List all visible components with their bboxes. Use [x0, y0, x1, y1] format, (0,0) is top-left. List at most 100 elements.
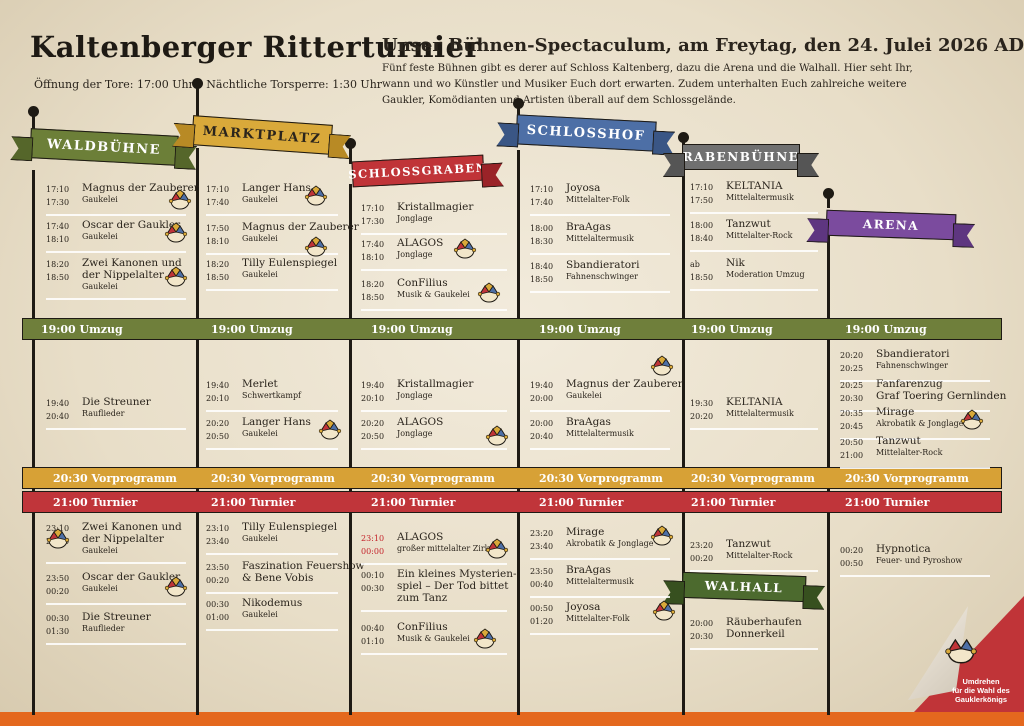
- entry-separator: [206, 289, 338, 291]
- act-name: Joyosa: [566, 182, 601, 194]
- act-genre: Akrobatik & Jonglage: [876, 419, 964, 428]
- act-genre: Jonglage: [397, 250, 433, 259]
- act-name: ConFilius: [397, 277, 448, 289]
- column-divider: [682, 176, 685, 715]
- band-vorprogramm-label: 20:30 Vorprogramm: [691, 472, 815, 485]
- start-time: 23:50: [46, 574, 70, 583]
- start-time: 23:50: [206, 563, 230, 572]
- act-name: BraAgas: [566, 416, 611, 428]
- entry-separator: [690, 250, 818, 252]
- act-genre: Fahnenschwinger: [876, 361, 948, 370]
- entry-separator: [361, 233, 507, 235]
- act-genre: Mittelaltermusik: [566, 234, 634, 243]
- band-vorprogramm-label: 20:30 Vorprogramm: [539, 472, 663, 485]
- band-umzug-label: 19:00 Umzug: [691, 323, 773, 336]
- act-name-line-2: der Nippelalter: [82, 533, 164, 545]
- start-time: 20:20: [840, 351, 864, 360]
- act-name: Langer Hans: [242, 182, 311, 194]
- act-name: ConFilius: [397, 621, 448, 633]
- act-block: Ein kleines Mysterien-spiel – Der Tod bi…: [397, 568, 517, 604]
- end-time: 00:00: [361, 547, 385, 556]
- band-umzug-label: 19:00 Umzug: [41, 323, 123, 336]
- entry-separator: [840, 467, 990, 469]
- entry-separator: [530, 253, 670, 255]
- entry-separator: [206, 448, 338, 450]
- act-name-line-2: spiel – Der Tod bittet: [397, 580, 509, 592]
- jester-hat-icon: [164, 266, 188, 287]
- act-name: Kristallmagier: [397, 378, 474, 390]
- column-divider: [349, 184, 352, 715]
- entry-separator: [840, 410, 990, 412]
- band-turnier-label: 21:00 Turnier: [53, 496, 138, 509]
- start-time: 00:50: [530, 604, 554, 613]
- end-time: 20:00: [530, 394, 554, 403]
- jester-hat-icon: [46, 528, 70, 549]
- pole-schlossgraben: [349, 144, 352, 164]
- end-time: 20:40: [530, 432, 554, 441]
- band-turnier-label: 21:00 Turnier: [691, 496, 776, 509]
- start-time: 17:10: [690, 183, 714, 192]
- jester-hat-icon: [485, 425, 509, 446]
- act-name-line-2: & Bene Vobis: [242, 572, 314, 584]
- stage-name-rabenbuehne: RABENBÜHNE: [682, 150, 800, 164]
- act-name: Zwei Kanonen und: [82, 257, 182, 269]
- column-divider: [196, 148, 199, 715]
- end-time: 20:30: [690, 632, 714, 641]
- act-name: ALAGOS: [397, 416, 444, 428]
- start-time: 18:20: [206, 260, 230, 269]
- corner-line-2: für die Wahl des: [952, 686, 1010, 695]
- entry-separator: [206, 553, 338, 555]
- start-time: 17:50: [206, 224, 230, 233]
- act-name: Tanzwut: [876, 435, 921, 447]
- pole-knob: [345, 138, 356, 149]
- act-name: Räuberhaufen: [726, 616, 802, 628]
- act-genre: Akrobatik & Jonglage: [566, 539, 654, 548]
- jester-hat-icon: [168, 189, 192, 210]
- act-name: Tanzwut: [726, 538, 771, 550]
- end-time: 17:50: [690, 196, 714, 205]
- band-turnier-label: 21:00 Turnier: [211, 496, 296, 509]
- end-time: 20:10: [206, 394, 230, 403]
- entry-times: 17:10 17:50: [690, 181, 720, 207]
- end-time: 20:50: [206, 432, 230, 441]
- start-time: 23:10: [46, 524, 70, 533]
- band-vorprogramm-label: 20:30 Vorprogramm: [211, 472, 335, 485]
- act-genre: Gaukelei: [242, 270, 278, 279]
- start-time: 17:10: [206, 185, 230, 194]
- jester-hat-icon: [164, 576, 188, 597]
- jester-hat-icon: [652, 600, 676, 621]
- entry-separator: [361, 410, 507, 412]
- entry-separator: [840, 575, 990, 577]
- act-name: Tanzwut: [726, 218, 771, 230]
- start-time: 18:00: [530, 224, 554, 233]
- act-name: Kristallmagier: [397, 201, 474, 213]
- entry-separator: [361, 269, 507, 271]
- banner-walhall: WALHALL: [682, 571, 807, 602]
